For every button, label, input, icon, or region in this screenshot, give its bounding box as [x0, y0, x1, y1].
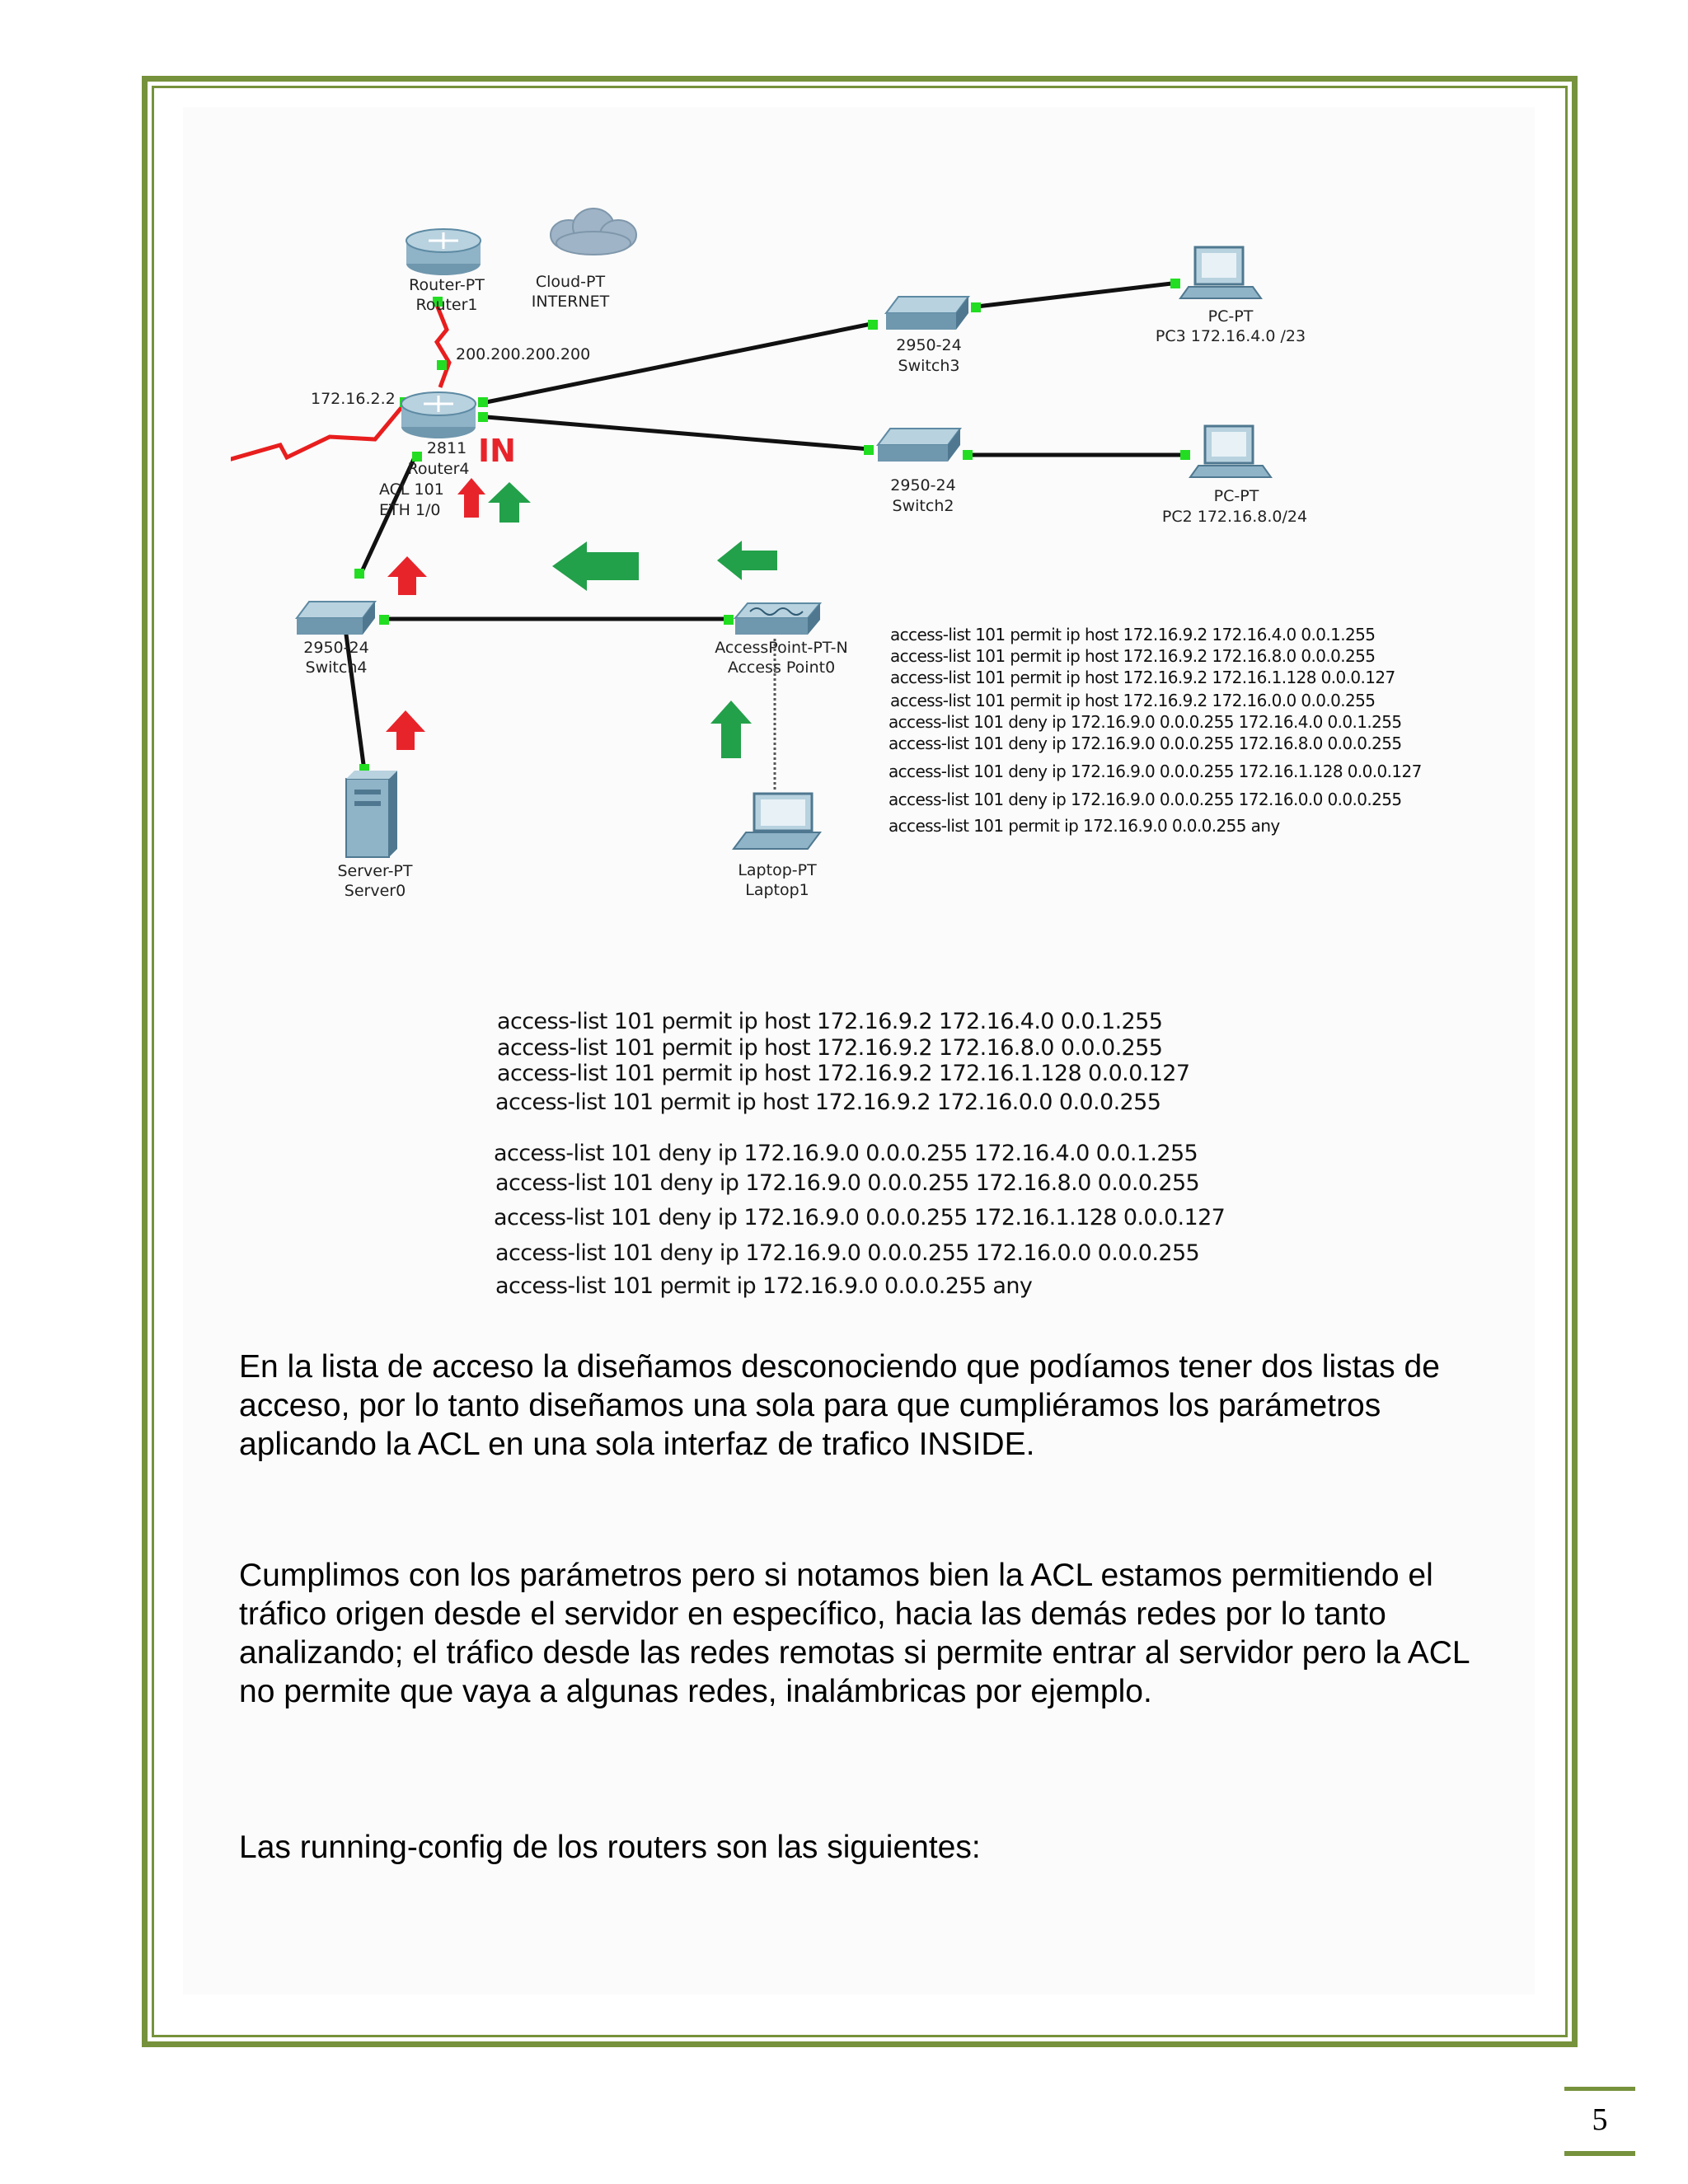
cloud-type-label: Cloud-PT	[536, 273, 606, 291]
pc3-icon[interactable]	[1179, 246, 1263, 299]
serial-link-router1-router4	[433, 300, 452, 388]
acl-small-line-4: access-list 101 permit ip host 172.16.9.…	[890, 691, 1376, 710]
access-point-icon[interactable]	[733, 602, 823, 635]
server-type-label: Server-PT	[337, 862, 412, 880]
acl-large-line-4: access-list 101 permit ip host 172.16.9.…	[495, 1090, 1161, 1115]
acl-small-line-2: access-list 101 permit ip host 172.16.9.…	[890, 646, 1376, 666]
router1-icon[interactable]	[406, 228, 481, 275]
router4-interface-label: ETH 1/0	[379, 501, 441, 519]
page-border-outer	[142, 76, 1578, 2047]
green-arrow-up-router	[488, 482, 531, 503]
green-arrow-up-laptop	[710, 701, 752, 724]
acl-small-line-5: access-list 101 deny ip 172.16.9.0 0.0.0…	[889, 712, 1402, 732]
switch3-icon[interactable]	[884, 296, 970, 330]
acl-large-line-7: access-list 101 deny ip 172.16.9.0 0.0.0…	[494, 1205, 1226, 1230]
serial-link-router4-left	[231, 398, 410, 462]
acl-large-line-8: access-list 101 deny ip 172.16.9.0 0.0.0…	[495, 1240, 1200, 1266]
green-arrow-left-ap-stem	[740, 551, 777, 570]
red-arrow-up-router-stem	[464, 493, 479, 518]
acl-large-line-6: access-list 101 deny ip 172.16.9.0 0.0.0…	[495, 1170, 1200, 1196]
red-arrow-up-server-stem	[396, 730, 415, 750]
router4-type-label: 2811	[427, 439, 467, 457]
switch4-type-label: 2950-24	[303, 639, 368, 657]
page-number-rule-top	[1564, 2087, 1635, 2091]
traffic-arrows	[386, 478, 777, 758]
red-arrow-up-switch4-stem	[398, 575, 416, 595]
link-switch4-server	[342, 621, 367, 771]
server-name-label: Server0	[345, 882, 406, 900]
laptop-name-label: Laptop1	[745, 881, 809, 899]
access-point-name-label: Access Point0	[728, 658, 835, 677]
link-router4-switch2	[485, 415, 870, 452]
acl-large-line-3: access-list 101 permit ip host 172.16.9.…	[497, 1061, 1190, 1086]
pc2-name-label: PC2 172.16.8.0/24	[1162, 508, 1307, 526]
green-arrow-up-laptop-stem	[721, 722, 741, 758]
wan-ip-label: 200.200.200.200	[456, 345, 590, 363]
cloud-icon[interactable]	[550, 208, 637, 255]
router4-icon[interactable]	[401, 391, 476, 438]
switch4-name-label: Switch4	[306, 658, 368, 677]
switch2-icon[interactable]	[876, 428, 962, 462]
acl-large-line-9: access-list 101 permit ip 172.16.9.0 0.0…	[495, 1273, 1033, 1299]
green-arrow-left-center-stem	[585, 552, 639, 580]
in-marker: IN	[478, 433, 516, 469]
laptop-type-label: Laptop-PT	[738, 861, 817, 879]
router4-name-label: Router4	[407, 460, 469, 478]
paragraph-running-config: Las running-config de los routers son la…	[239, 1830, 981, 1865]
page-number-rule-bottom	[1564, 2151, 1635, 2156]
green-arrow-up-router-stem	[499, 501, 519, 523]
switch3-name-label: Switch3	[898, 357, 960, 375]
pc2-type-label: PC-PT	[1214, 487, 1259, 505]
laptop-icon[interactable]	[732, 792, 822, 850]
link-router4-switch4	[357, 456, 417, 579]
switch2-type-label: 2950-24	[890, 476, 955, 494]
switch4-icon[interactable]	[295, 601, 377, 635]
links	[231, 280, 1187, 791]
link-switch3-pc3	[976, 280, 1179, 309]
paragraph-acl-design: En la lista de acceso la diseñamos desco…	[239, 1349, 1440, 1462]
acl-small-line-1: access-list 101 permit ip host 172.16.9.…	[890, 625, 1376, 644]
router4-acl-label: ACL 101	[379, 480, 444, 499]
acl-large-line-1: access-list 101 permit ip host 172.16.9.…	[497, 1009, 1163, 1034]
pc3-name-label: PC3 172.16.4.0 /23	[1156, 327, 1306, 345]
acl-large-line-5: access-list 101 deny ip 172.16.9.0 0.0.0…	[494, 1141, 1198, 1166]
cloud-name-label: INTERNET	[532, 293, 610, 311]
server-icon[interactable]	[345, 771, 397, 858]
red-arrow-up-server	[386, 710, 425, 732]
page-border-inner	[152, 86, 1568, 2037]
link-router4-switch3	[485, 321, 876, 405]
red-arrow-up-router	[457, 478, 485, 494]
acl-large-line-2: access-list 101 permit ip host 172.16.9.…	[497, 1035, 1163, 1061]
router1-name-label: Router1	[415, 296, 477, 314]
access-point-type-label: AccessPoint-PT-N	[715, 639, 847, 657]
network-topology-diagram: Router-PT Router1 Cloud-PT INTERNET 200.…	[231, 208, 1307, 900]
acl-small-line-9: access-list 101 permit ip 172.16.9.0 0.0…	[889, 816, 1280, 836]
page-number: 5	[1592, 2102, 1608, 2137]
green-arrow-left-center	[552, 541, 587, 591]
lan-ip-label: 172.16.2.2	[311, 390, 396, 408]
acl-small-line-7: access-list 101 deny ip 172.16.9.0 0.0.0…	[889, 762, 1422, 781]
acl-small-line-6: access-list 101 deny ip 172.16.9.0 0.0.0…	[889, 733, 1402, 753]
pc3-type-label: PC-PT	[1208, 307, 1254, 326]
port-indicators	[354, 279, 1190, 774]
page-number-box: 5	[1564, 2087, 1635, 2156]
switch3-type-label: 2950-24	[896, 336, 961, 354]
red-arrow-up-switch4	[387, 556, 427, 577]
router1-type-label: Router-PT	[409, 276, 485, 294]
acl-small-line-8: access-list 101 deny ip 172.16.9.0 0.0.0…	[889, 790, 1402, 809]
green-arrow-left-ap	[717, 541, 742, 580]
paragraph-acl-analysis: Cumplimos con los parámetros pero si not…	[239, 1558, 1470, 1709]
switch2-name-label: Switch2	[893, 497, 954, 515]
pc2-icon[interactable]	[1189, 424, 1273, 478]
acl-small-line-3: access-list 101 permit ip host 172.16.9.…	[890, 668, 1395, 687]
